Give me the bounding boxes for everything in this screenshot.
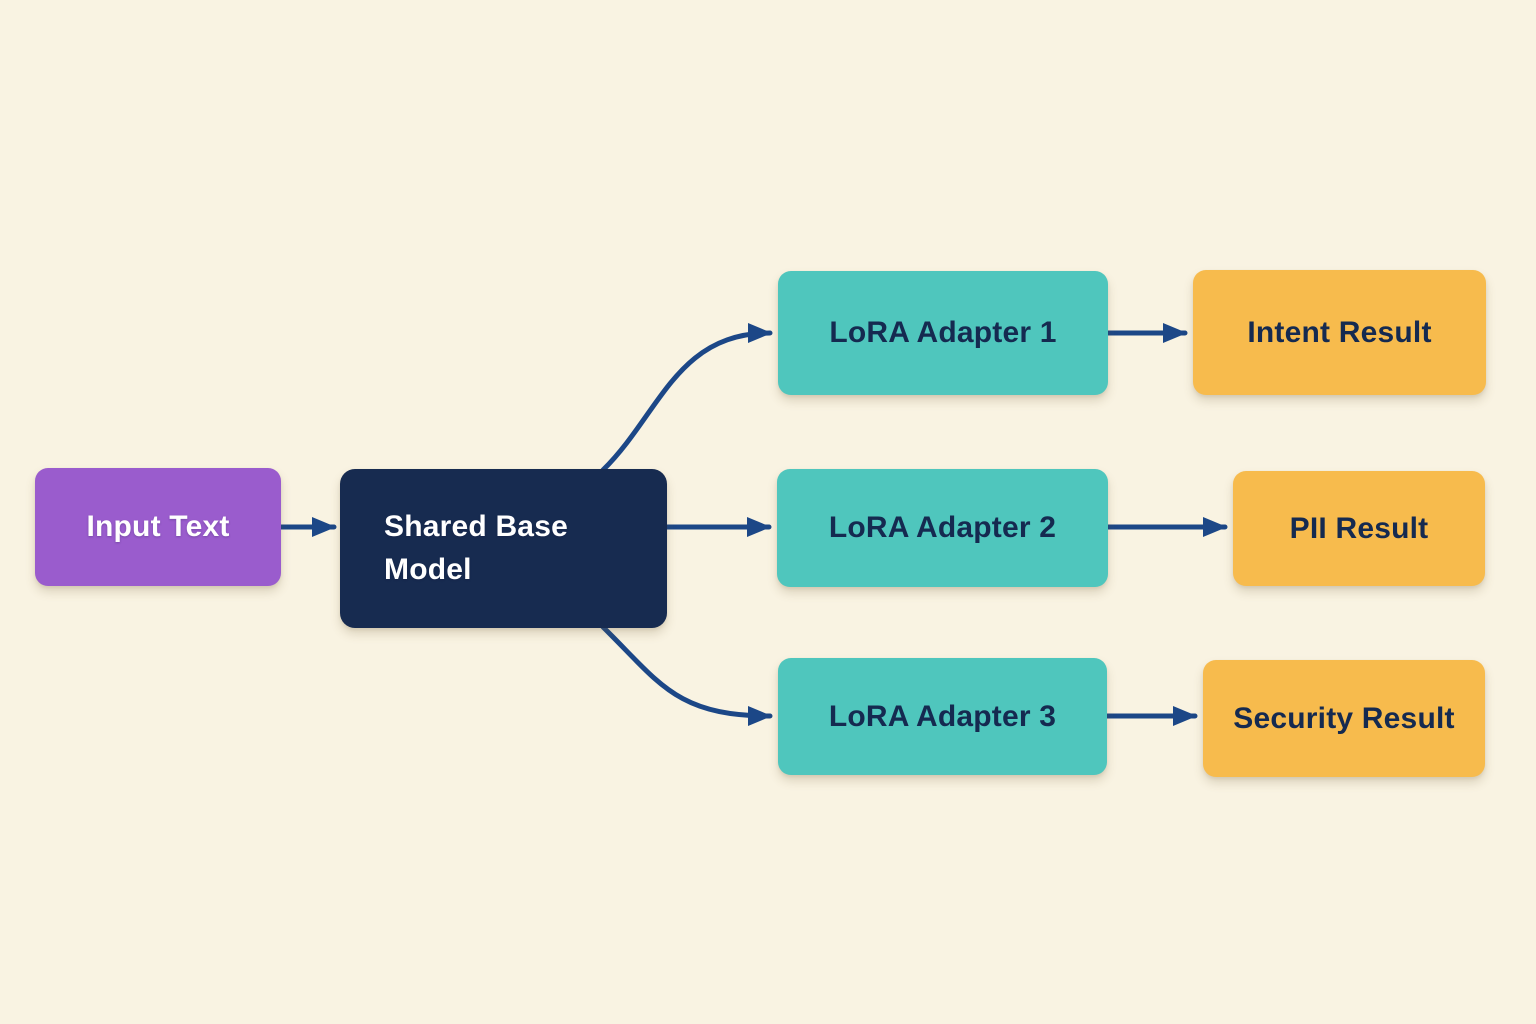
node-security-result: Security Result (1203, 660, 1485, 777)
node-pii-result: PII Result (1233, 471, 1485, 586)
node-lora-adapter-1: LoRA Adapter 1 (778, 271, 1108, 395)
node-lora-adapter-3: LoRA Adapter 3 (778, 658, 1107, 775)
node-input-text: Input Text (35, 468, 281, 586)
node-intent-result: Intent Result (1193, 270, 1486, 395)
edge-base-to-adapter3 (600, 624, 773, 726)
edge-base-to-adapter1 (600, 323, 773, 473)
node-shared-base-model: Shared Base Model (340, 469, 667, 628)
node-lora-adapter-2: LoRA Adapter 2 (777, 469, 1108, 587)
